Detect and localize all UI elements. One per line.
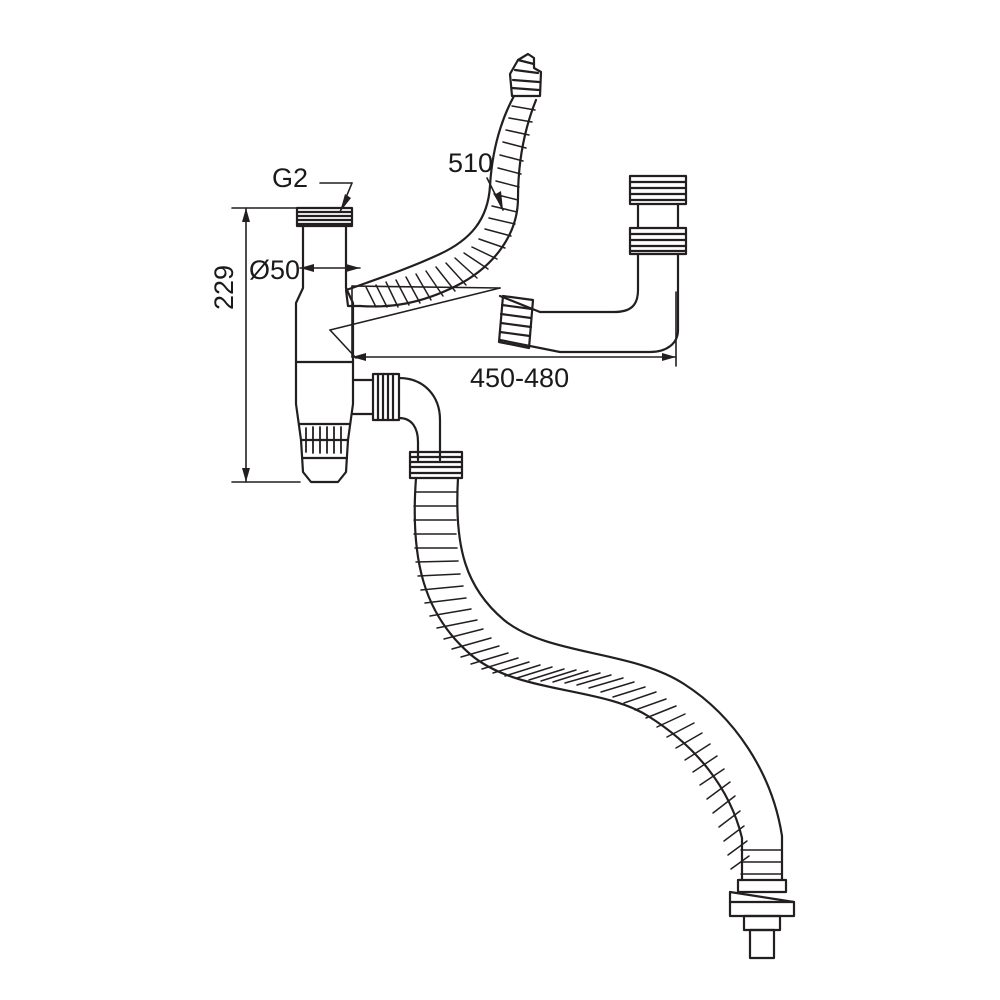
- hose-upper-left-connector: [344, 286, 362, 308]
- flexible-corrugated-hose-upper: [350, 94, 538, 308]
- inlet-pipe-nut: [295, 206, 354, 228]
- dim-web-1: [329, 287, 501, 331]
- overflow-connector-top: [508, 52, 543, 98]
- hose-end-tailpiece: [728, 878, 796, 960]
- hose-corrugations-lower: [413, 491, 782, 875]
- bottle-trap-body: [294, 286, 355, 484]
- hose-upper-nut: [408, 450, 464, 480]
- dimension-label-diameter-50: Ø50: [249, 255, 301, 285]
- dimension-label-g2: G2: [272, 163, 309, 193]
- mid-ribbed-collar: [497, 294, 535, 350]
- overflow-pipe-right: [538, 174, 688, 354]
- inlet-pipe-body: [301, 224, 348, 290]
- dimension-label-510: 510: [448, 148, 494, 178]
- flexible-corrugated-hose-lower: [413, 476, 784, 882]
- hose-corrugations-upper: [365, 105, 536, 308]
- trap-outlet-elbow: [351, 372, 442, 462]
- dimension-label-229: 229: [209, 264, 239, 310]
- trap-vent-slots: [305, 426, 342, 454]
- dim-web-3: [351, 285, 501, 289]
- dim-web-2: [329, 329, 357, 359]
- dimension-label-450-480: 450-480: [470, 363, 570, 393]
